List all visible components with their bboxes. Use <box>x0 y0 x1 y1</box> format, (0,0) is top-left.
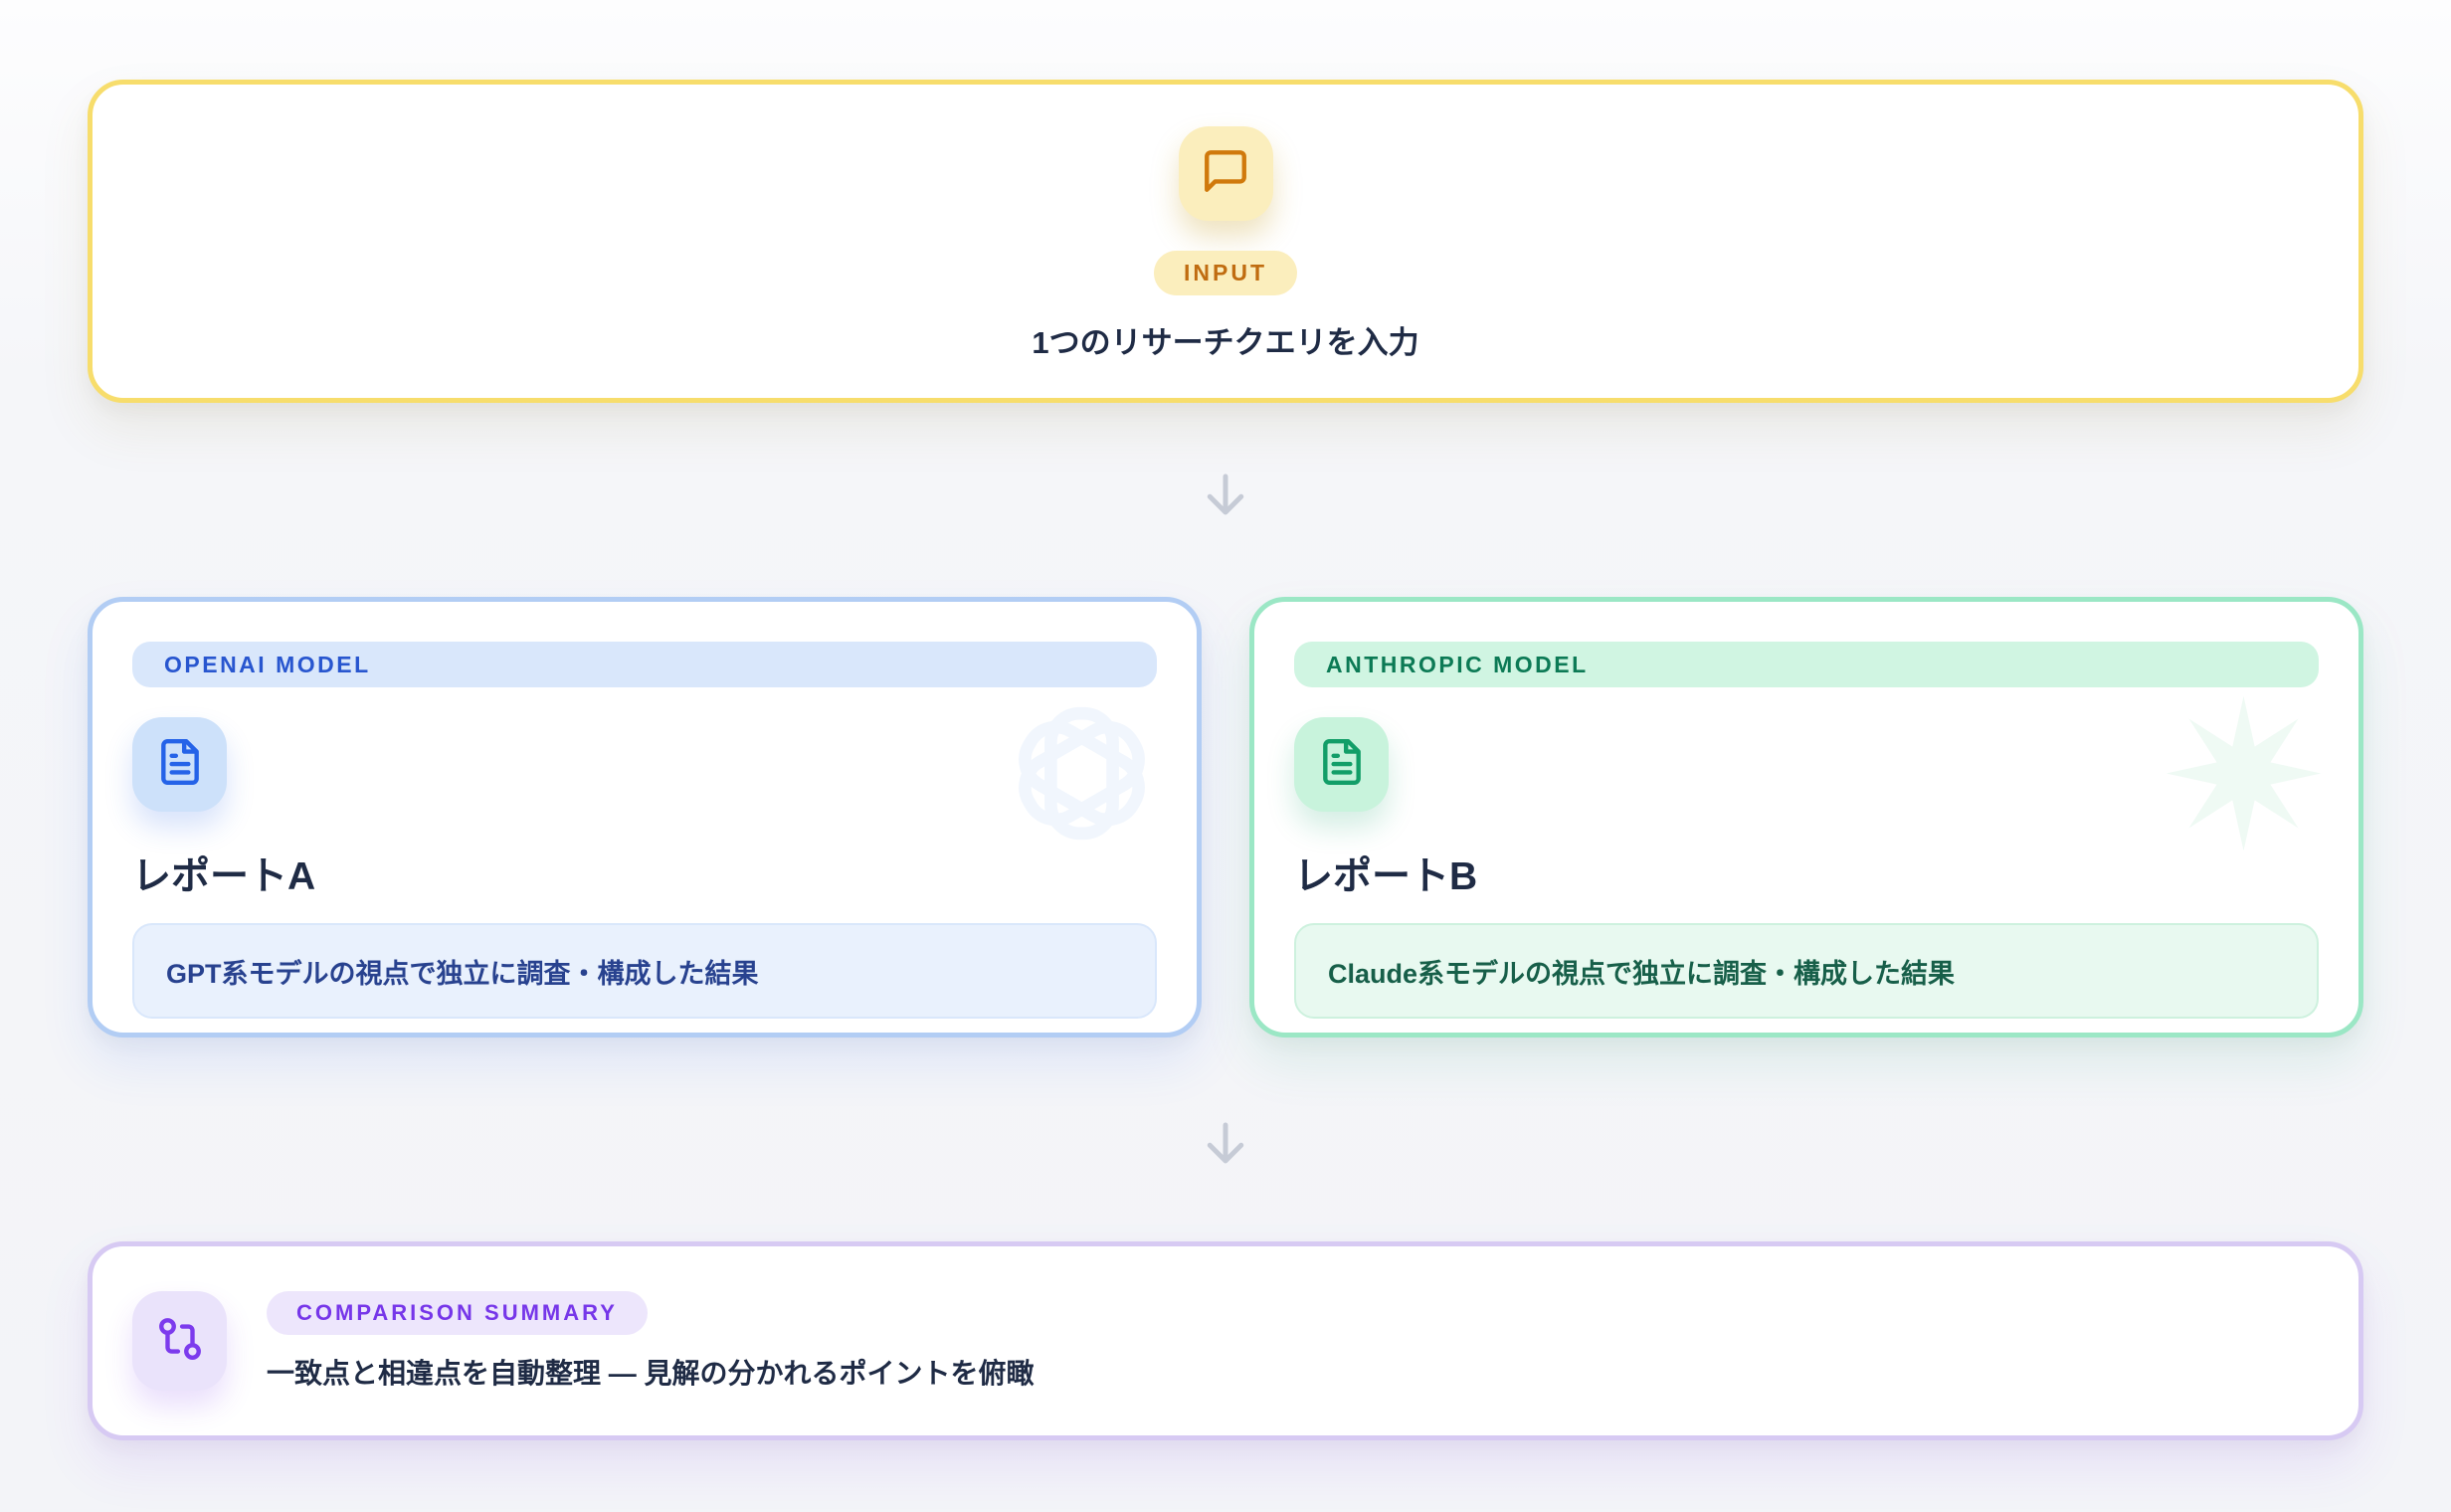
summary-badge: COMPARISON SUMMARY <box>267 1290 648 1335</box>
input-title: 1つのリサーチクエリを入力 <box>1032 325 1419 360</box>
openai-logo-watermark <box>995 686 1169 860</box>
comparison-summary-card: COMPARISON SUMMARY 一致点と相違点を自動整理 — 見解の分かれ… <box>88 1241 2363 1440</box>
file-text-icon <box>1317 737 1367 792</box>
report-a-model-label: OPENAI MODEL <box>132 642 1157 687</box>
anthropic-logo-watermark <box>2157 686 2331 860</box>
input-badge: INPUT <box>1154 251 1297 295</box>
git-compare-icon <box>155 1314 205 1369</box>
arrow-down-icon <box>1199 468 1252 521</box>
summary-title: 一致点と相違点を自動整理 — 見解の分かれるポイントを俯瞰 <box>267 1357 1035 1389</box>
report-b-icon-tile <box>1294 717 1389 812</box>
arrow-down-icon <box>1199 1116 1252 1170</box>
report-a-card: OPENAI MODEL レポートA GPT系モデルの視点で独立に調査・構成した… <box>88 597 1202 1038</box>
message-square-icon <box>1201 146 1250 201</box>
report-b-model-label: ANTHROPIC MODEL <box>1294 642 2319 687</box>
summary-icon-tile <box>132 1291 227 1391</box>
file-text-icon <box>155 737 205 792</box>
input-icon-tile <box>1178 126 1273 221</box>
report-a-description: GPT系モデルの視点で独立に調査・構成した結果 <box>132 923 1157 1019</box>
report-a-icon-tile <box>132 717 227 812</box>
report-b-description: Claude系モデルの視点で独立に調査・構成した結果 <box>1294 923 2319 1019</box>
report-b-card: ANTHROPIC MODEL レポートB Claude系モデルの視点で独立に調… <box>1249 597 2363 1038</box>
report-a-title: レポートA <box>132 855 316 898</box>
summary-body: COMPARISON SUMMARY 一致点と相違点を自動整理 — 見解の分かれ… <box>267 1290 1035 1392</box>
input-card: INPUT 1つのリサーチクエリを入力 <box>88 80 2363 403</box>
report-b-title: レポートB <box>1294 855 1478 898</box>
